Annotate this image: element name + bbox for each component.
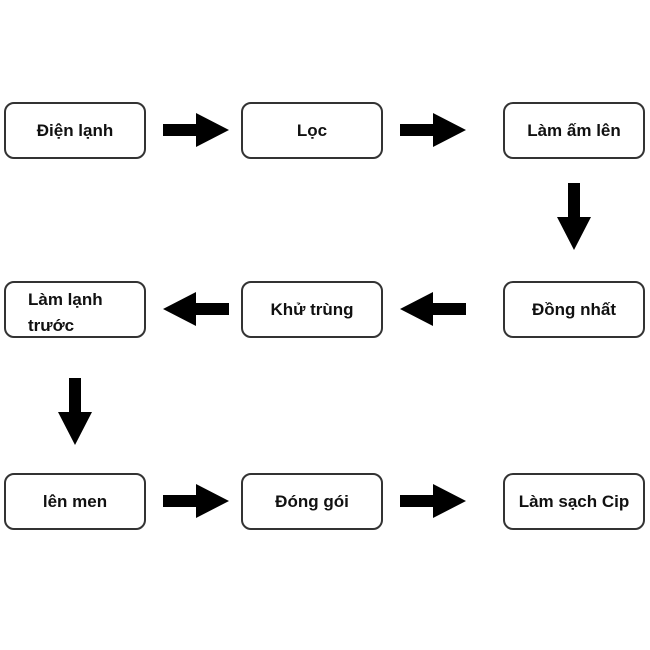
arrow-down-icon [557,183,591,250]
arrow-right-icon [163,113,229,147]
step-lam-lanh-truoc: Làm lạnh trước [4,281,146,338]
step-label: Lọc [296,120,328,140]
step-dong-nhat: Đồng nhất [503,281,645,338]
step-label: Đóng gói [275,491,349,511]
step-label-line-1: Làm lạnh [28,290,103,309]
arrow-right-icon [400,113,466,147]
step-label: lên men [42,491,108,511]
arrow-left-icon [163,292,229,326]
step-label: Điện lạnh [36,120,114,140]
arrow-right-icon [400,484,466,518]
step-lam-sach-cip: Làm sạch Cip [503,473,645,530]
step-lam-am-len: Làm ấm lên [503,102,645,159]
step-label: Khử trùng [270,299,354,319]
step-label: Đồng nhất [531,299,617,319]
step-label-line-2: trước [28,316,75,335]
arrow-left-icon [400,292,466,326]
step-dien-lanh: Điện lạnh [4,102,146,159]
step-label: Làm ấm lên [527,120,621,140]
arrow-down-icon [58,378,92,445]
step-len-men: lên men [4,473,146,530]
step-dong-goi: Đóng gói [241,473,383,530]
step-label: Làm sạch Cip [518,491,630,511]
arrow-right-icon [163,484,229,518]
step-khu-trung: Khử trùng [241,281,383,338]
step-loc: Lọc [241,102,383,159]
